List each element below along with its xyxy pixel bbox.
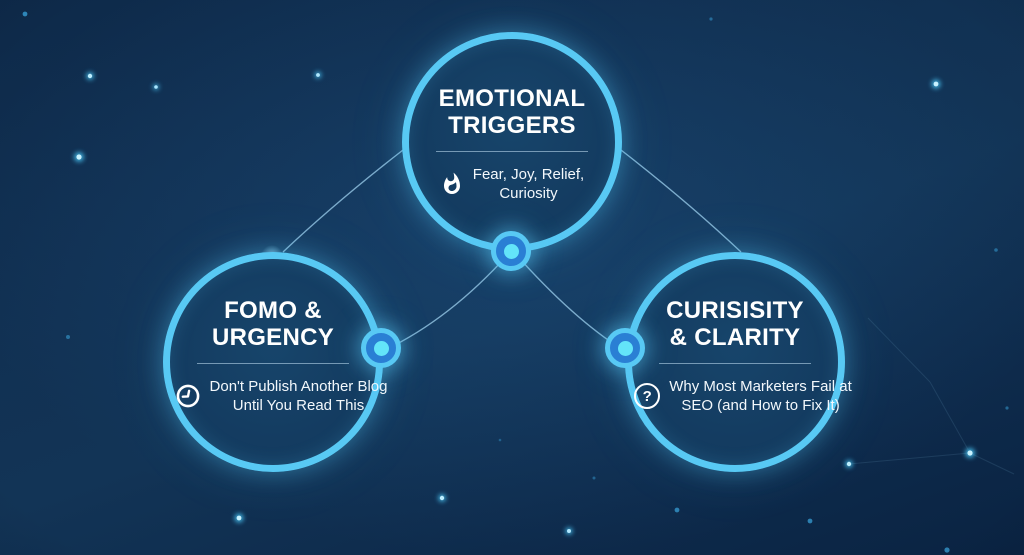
connector-node-right: [605, 328, 645, 368]
constellation-lines: [848, 317, 1015, 475]
arc-node-top-right: [511, 249, 624, 351]
bubble-title-line1: FOMO &: [224, 297, 322, 324]
bubble-description: Fear, Joy, Relief, Curiosity: [440, 165, 584, 203]
bubble-title: CURISISITY & CLARITY: [666, 297, 804, 351]
bubble-curiosity-clarity: CURISISITY & CLARITY ? Why Most Marketer…: [625, 252, 852, 472]
arc-top-to-right: [620, 149, 742, 253]
flame-icon: [440, 172, 464, 196]
bubble-description: ? Why Most Marketers Fail at SEO (and Ho…: [634, 377, 852, 415]
connector-node-core: [503, 243, 519, 259]
star-particles: [22, 11, 1009, 553]
bubble-description: Don't Publish Another Blog Until You Rea…: [175, 377, 388, 415]
title-divider: [436, 151, 588, 152]
connector-node-left: [361, 328, 401, 368]
clock-icon: [175, 383, 201, 409]
arc-top-to-left: [282, 149, 404, 253]
bubble-title-line2: URGENCY: [211, 324, 335, 351]
description-line1: Why Most Marketers Fail at: [669, 378, 852, 395]
description-line2: SEO (and How to Fix It): [681, 397, 840, 414]
bubble-title-line1: EMOTIONAL: [438, 85, 586, 112]
bubble-description-text: Fear, Joy, Relief, Curiosity: [473, 165, 584, 203]
bubble-title: FOMO & URGENCY: [212, 297, 334, 351]
connector-node-core: [617, 340, 633, 356]
description-line2: Curiosity: [499, 185, 558, 202]
title-divider: [659, 363, 811, 364]
arc-node-top-left: [384, 249, 513, 351]
question-glyph: ?: [642, 387, 652, 405]
description-line2: Until You Read This: [232, 397, 365, 414]
bubble-description-text: Why Most Marketers Fail at SEO (and How …: [669, 377, 852, 415]
bubble-title-line2: & CLARITY: [669, 324, 801, 351]
bubble-title: EMOTIONAL TRIGGERS: [439, 85, 586, 139]
bubble-title-line1: CURISISITY: [666, 297, 804, 324]
question-icon: ?: [634, 383, 661, 409]
connector-node-top: [491, 231, 531, 271]
description-line1: Don't Publish Another Blog: [209, 378, 388, 395]
bubble-emotional-triggers: EMOTIONAL TRIGGERS Fear, Joy, Relief, Cu…: [402, 32, 622, 252]
description-line1: Fear, Joy, Relief,: [472, 166, 585, 183]
bubble-fomo-urgency: FOMO & URGENCY Don't Publish Another Blo…: [163, 252, 388, 472]
bubble-title-line2: TRIGGERS: [448, 112, 576, 139]
connector-node-core: [373, 340, 389, 356]
bubble-description-text: Don't Publish Another Blog Until You Rea…: [210, 377, 388, 415]
title-divider: [197, 363, 349, 364]
